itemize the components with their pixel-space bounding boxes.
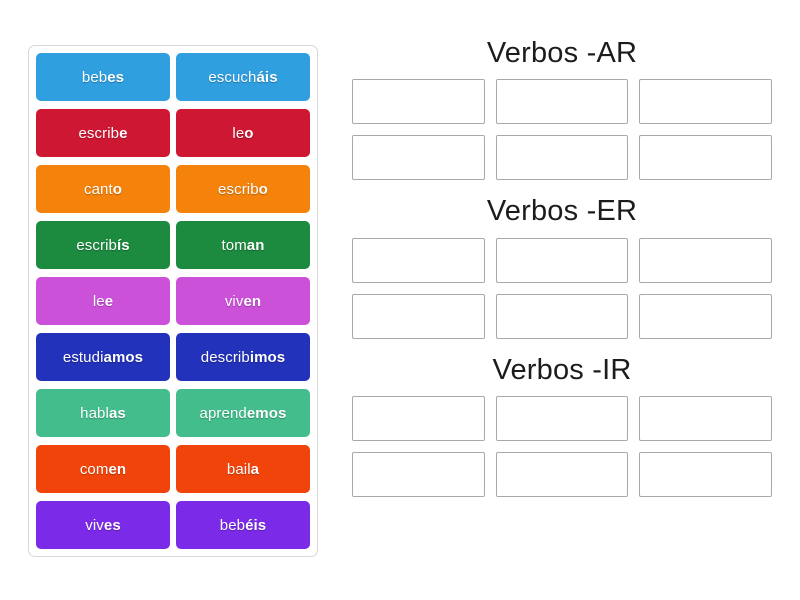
verb-ending: amos <box>103 348 144 366</box>
drop-slot[interactable] <box>495 79 629 125</box>
category-group: Verbos -IR <box>352 353 772 498</box>
verb-stem: describ <box>200 348 250 366</box>
verb-stem: habl <box>80 404 109 422</box>
drop-slot[interactable] <box>639 135 772 181</box>
category-group: Verbos -AR <box>352 36 772 181</box>
drop-slot-grid <box>352 396 772 498</box>
verb-ending: áis <box>256 68 278 86</box>
category-group: Verbos -ER <box>352 194 772 339</box>
verb-stem: com <box>79 460 109 478</box>
drop-slot[interactable] <box>639 293 772 339</box>
verb-stem: escrib <box>218 180 259 198</box>
category-title: Verbos -AR <box>486 37 638 69</box>
verb-stem: escrib <box>78 124 120 142</box>
drop-slot[interactable] <box>639 452 772 498</box>
verb-ending: o <box>258 180 268 198</box>
drop-slot[interactable] <box>352 79 485 125</box>
verb-stem: aprend <box>199 404 247 422</box>
verb-ending: e <box>119 124 128 142</box>
verb-stem: viv <box>85 516 104 534</box>
drop-slot[interactable] <box>352 135 485 181</box>
category-columns: Verbos -AR Verbos -ER Verbos -IR <box>352 36 772 558</box>
verb-stem: beb <box>81 68 108 86</box>
verb-ending: e <box>104 292 114 310</box>
verb-ending: éis <box>245 516 267 534</box>
drop-slot[interactable] <box>639 396 772 442</box>
drop-slot[interactable] <box>495 237 629 283</box>
verb-ending: a <box>250 460 260 478</box>
verb-stem: le <box>92 292 105 310</box>
verb-ending: es <box>103 516 121 534</box>
verb-ending: o <box>112 180 123 198</box>
drop-slot-grid <box>352 237 772 339</box>
verb-ending: es <box>107 68 125 86</box>
verb-stem: escrib <box>76 236 117 254</box>
drop-slot[interactable] <box>352 396 485 442</box>
drop-slot[interactable] <box>495 396 629 442</box>
verb-ending: as <box>108 404 126 422</box>
verb-stem: le <box>232 124 245 142</box>
drop-slot[interactable] <box>495 293 629 339</box>
verb-ending: imos <box>249 348 286 366</box>
drop-slot[interactable] <box>639 79 772 125</box>
verb-ending: an <box>246 236 265 254</box>
verb-ending: en <box>243 292 262 310</box>
verb-ending: ís <box>116 236 130 254</box>
verb-stem: cant <box>83 180 113 198</box>
verb-ending: emos <box>246 404 287 422</box>
drop-slot[interactable] <box>352 452 485 498</box>
drop-slot[interactable] <box>352 237 485 283</box>
category-title: Verbos -IR <box>492 353 632 386</box>
verb-stem: escuch <box>208 68 257 86</box>
verb-stem: tom <box>221 236 247 254</box>
drop-slot[interactable] <box>352 293 485 339</box>
verb-stem: bail <box>226 460 251 478</box>
verb-stem: beb <box>219 516 246 534</box>
verb-stem: viv <box>224 292 244 310</box>
verb-ending: en <box>108 460 127 478</box>
verb-stem: estudi <box>62 348 104 366</box>
drop-slot[interactable] <box>639 237 772 283</box>
category-title: Verbos -ER <box>486 195 638 228</box>
drop-slot-grid <box>352 79 772 181</box>
drop-slot[interactable] <box>495 452 629 498</box>
drop-slot[interactable] <box>495 135 629 181</box>
verb-ending: o <box>244 124 254 142</box>
